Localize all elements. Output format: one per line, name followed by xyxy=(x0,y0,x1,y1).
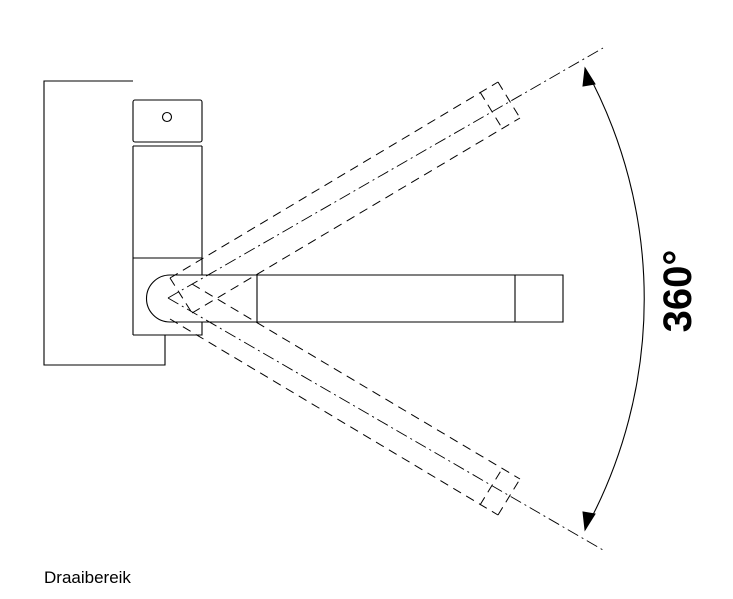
center-axes xyxy=(167,47,604,551)
spout-rotated-lower xyxy=(169,283,521,516)
spout-rotated-upper xyxy=(169,81,521,314)
faucet-top-cap xyxy=(132,99,203,143)
caption: Draaibereik xyxy=(44,568,131,587)
arc-arrowhead-top-icon xyxy=(582,66,596,87)
rotation-arc xyxy=(584,67,645,531)
faucet-column xyxy=(132,146,203,335)
mounting-plate xyxy=(43,80,166,366)
arc-arrowhead-bottom-icon xyxy=(582,511,596,532)
spout-arm xyxy=(146,274,564,323)
cap-hole-icon xyxy=(161,111,173,123)
column-base xyxy=(133,322,203,336)
rotation-angle-label: 360° xyxy=(656,250,700,333)
